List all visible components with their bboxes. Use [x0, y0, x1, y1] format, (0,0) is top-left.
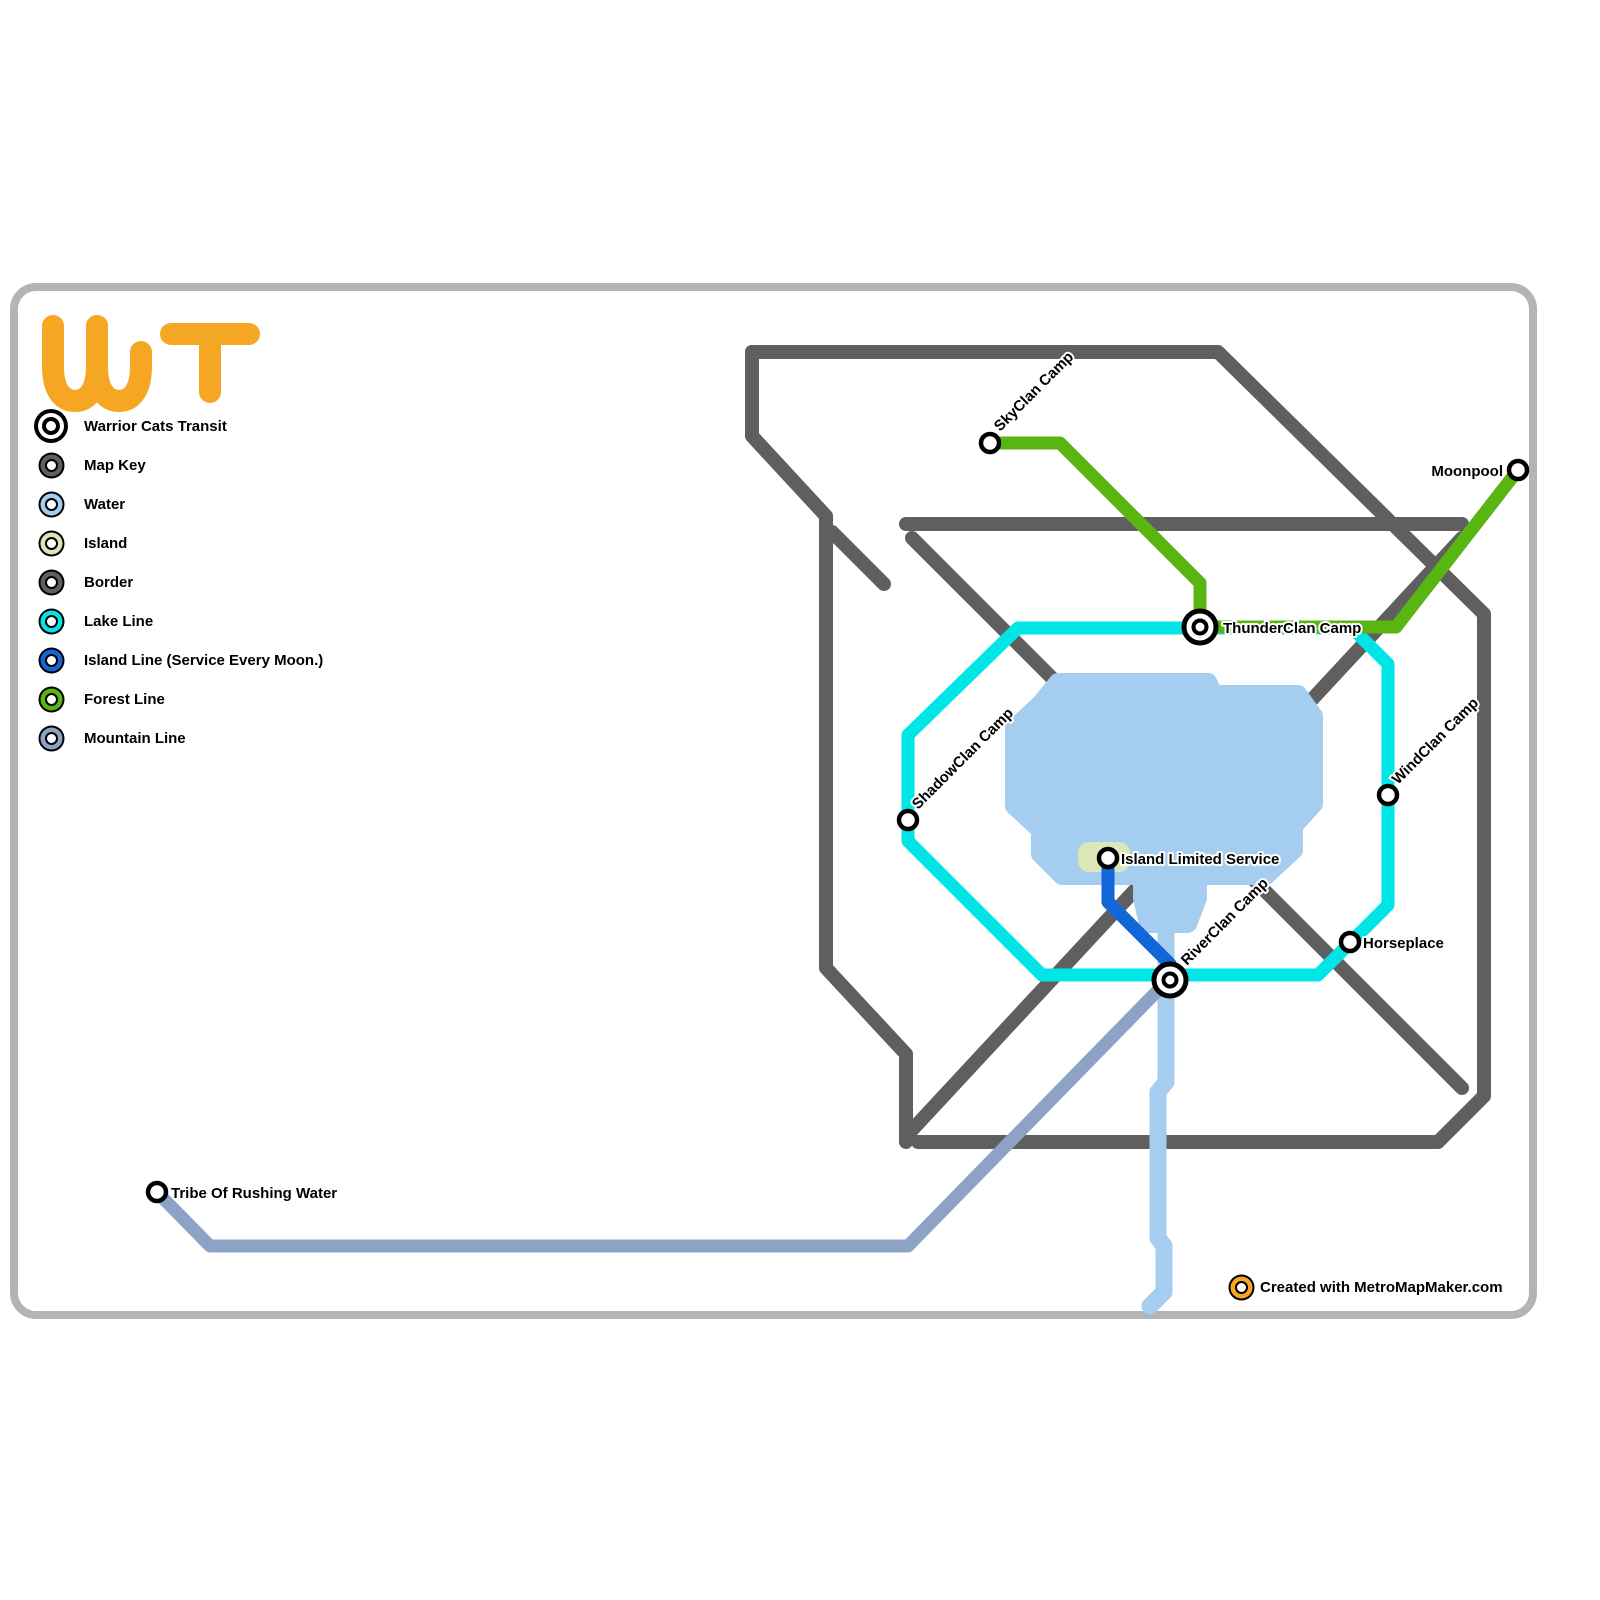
attribution-label: Created with MetroMapMaker.com: [1260, 1279, 1503, 1296]
legend-title-label: Warrior Cats Transit: [84, 417, 227, 435]
station-label: Horseplace: [1363, 935, 1444, 952]
legend-item-title: Warrior Cats Transit: [38, 414, 323, 438]
river-water: [1141, 909, 1175, 1315]
lake-line-icon: [45, 614, 58, 628]
legend-item-map-key: Map Key: [38, 453, 323, 477]
station-label: WindClan Camp: [1389, 695, 1482, 788]
station-horseplace: Horseplace: [1338, 930, 1446, 954]
station-label: Island Limited Service: [1121, 851, 1279, 868]
legend-item-island-line: Island Line (Service Every Moon.): [38, 648, 323, 672]
station-island-limited-service: Island Limited Service: [1096, 846, 1281, 870]
lake-line: [901, 621, 1395, 982]
legend-label: Forest Line: [84, 690, 165, 708]
water-icon: [45, 497, 58, 511]
station-skyclan-camp: SkyClan Camp: [978, 347, 1079, 455]
legend-label: Border: [84, 573, 134, 591]
station-moonpool: Moonpool: [1429, 458, 1530, 482]
border-left: [745, 345, 913, 1149]
border-notch: [825, 525, 891, 591]
logo-letter-w2: [86, 315, 152, 413]
attribution: Created with MetroMapMaker.com: [1228, 1279, 1503, 1296]
station-label: ThunderClan Camp: [1223, 620, 1361, 637]
island-icon: [45, 536, 58, 550]
station-label: Tribe Of Rushing Water: [171, 1185, 337, 1202]
metromapmaker-icon: [1235, 1281, 1248, 1294]
map-frame: [10, 283, 1537, 1319]
island-line-icon: [45, 653, 58, 667]
station-label: Moonpool: [1431, 463, 1503, 480]
legend-label: Mountain Line: [84, 729, 186, 747]
legend-item-island: Island: [38, 531, 323, 555]
map-key-icon: [45, 458, 58, 472]
legend-item-forest-line: Forest Line: [38, 687, 323, 711]
station-thunderclan-camp: ThunderClan Camp: [1181, 608, 1363, 646]
legend-item-lake-line: Lake Line: [38, 609, 323, 633]
border-outer: [745, 345, 1491, 1149]
legend-item-mountain-line: Mountain Line: [38, 726, 323, 750]
forest-line-icon: [45, 692, 58, 706]
legend-label: Lake Line: [84, 612, 154, 630]
mountain-line-icon: [45, 731, 58, 745]
mountain-line: [150, 971, 1177, 1253]
wt-logo: [42, 315, 260, 413]
legend-label: Water: [84, 495, 126, 513]
legend-item-water: Water: [38, 492, 323, 516]
transfer-station-icon: [42, 417, 60, 435]
legend-item-border: Border: [38, 570, 323, 594]
legend-label: Island Line (Service Every Moon.): [84, 651, 324, 669]
forest-line: [983, 436, 1525, 634]
border-icon: [45, 575, 58, 589]
map-key: Warrior Cats Transit Map Key Water Islan…: [38, 414, 323, 765]
station-label: SkyClan Camp: [991, 349, 1077, 435]
station-tribe-of-rushing-water: Tribe Of Rushing Water: [145, 1180, 339, 1204]
legend-label: Island: [84, 534, 128, 552]
legend-label: Map Key: [84, 456, 146, 474]
